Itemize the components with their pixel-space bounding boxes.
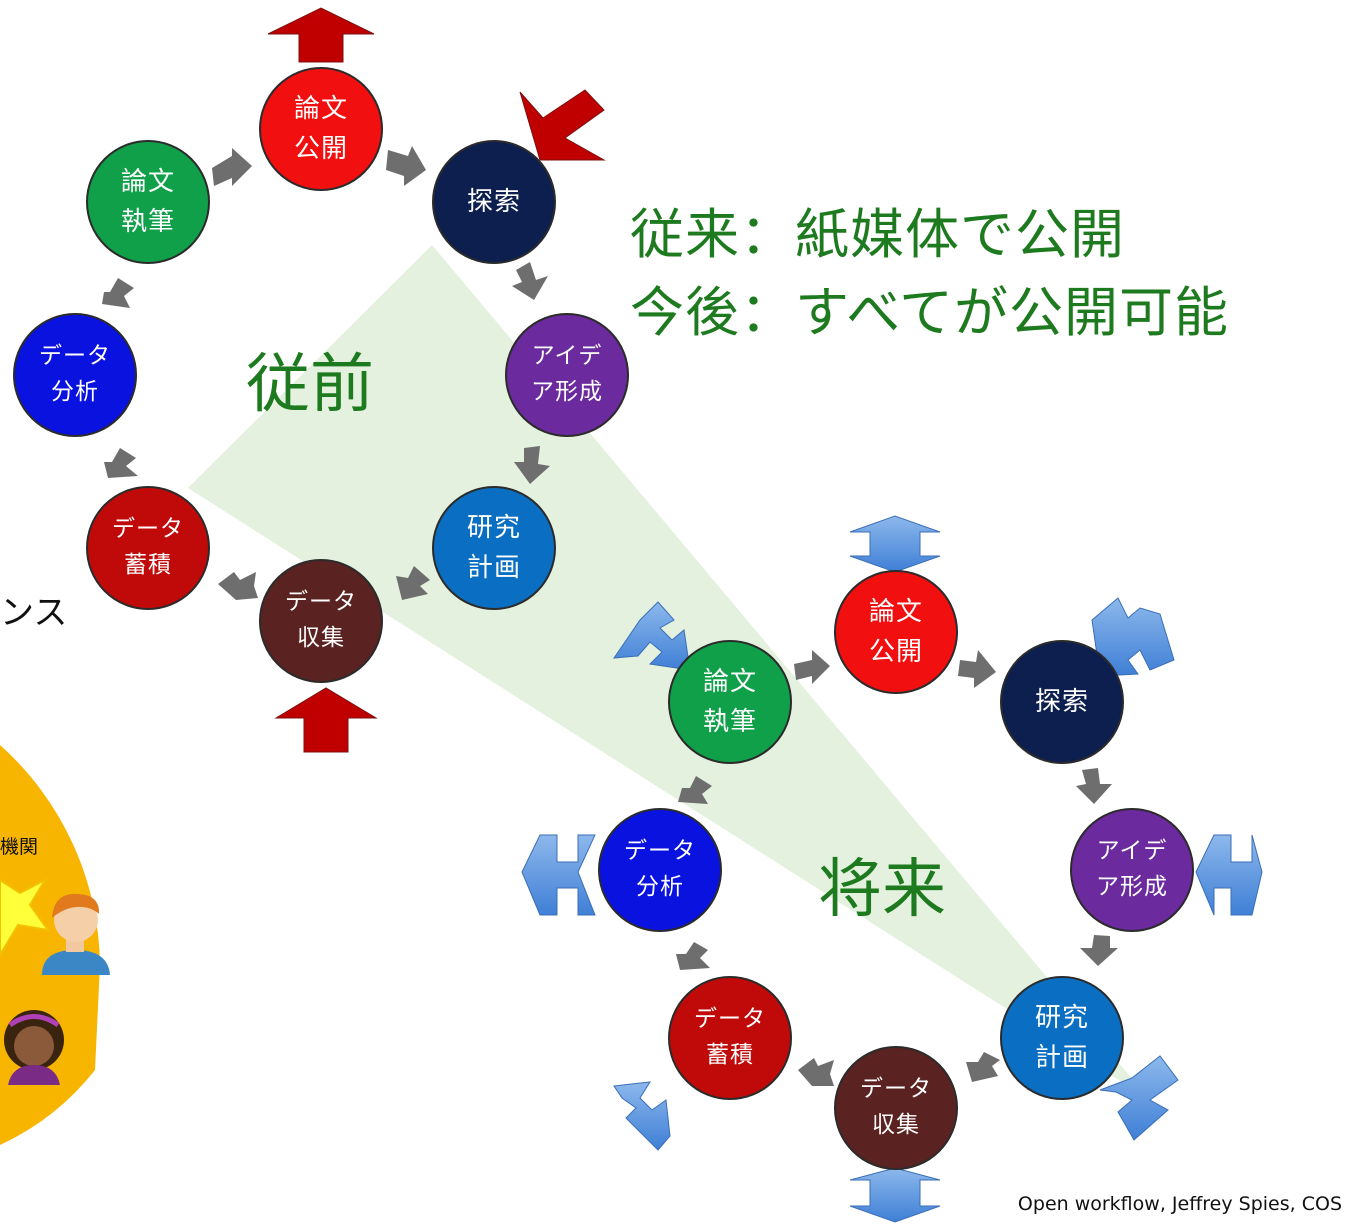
node-store: データ蓄積 (668, 976, 792, 1100)
node-analyze: データ分析 (13, 313, 137, 437)
note-future: 今後：すべてが公開可能 (630, 281, 1230, 344)
node-label-line: ア形成 (1096, 874, 1168, 900)
node-label-line: データ (285, 589, 357, 616)
node-label-line: 収集 (872, 1112, 920, 1138)
flow-arrow (396, 566, 430, 600)
node-label-line: データ (860, 1076, 932, 1103)
red-arrow-up-top (267, 7, 375, 63)
node-label-line: 論文 (702, 666, 757, 697)
node-label-line: 分析 (51, 379, 99, 405)
blue-arrow-plan (1099, 1055, 1179, 1141)
label-future: 将来 (818, 853, 946, 927)
node-publish: 論文公開 (834, 570, 958, 694)
flow-arrow (966, 1052, 1000, 1082)
node-label-line: 計画 (466, 553, 521, 583)
node-label-line: 論文 (293, 93, 348, 124)
node-analyze: データ分析 (598, 808, 722, 932)
node-label-line: データ (624, 838, 696, 865)
node-idea: アイデア形成 (1070, 808, 1194, 932)
node-label-line: アイデ (531, 343, 603, 370)
node-label-line: アイデ (1096, 838, 1168, 865)
node-label-line: データ (112, 516, 184, 543)
flow-arrow (958, 650, 996, 688)
node-explore: 探索 (1000, 640, 1124, 764)
node-label-line: 蓄積 (124, 552, 172, 578)
node-label-line: ア形成 (531, 379, 603, 405)
blue-arrow-write (612, 601, 691, 671)
node-label-line: 論文 (120, 166, 175, 197)
flow-arrow (218, 572, 258, 600)
node-label-line: データ (39, 343, 111, 370)
flow-arrow (102, 278, 134, 308)
credit-text: Open workflow, Jeffrey Spies, COS (1017, 1193, 1342, 1215)
node-label-line: 分析 (636, 874, 684, 900)
red-arrow-up-bottom (274, 687, 378, 753)
transition-wedge (188, 245, 1150, 1100)
blue-arrow-collect (849, 1167, 941, 1223)
flow-arrow (514, 446, 550, 484)
person-icon (42, 893, 110, 975)
flow-arrow (798, 1058, 834, 1086)
node-label-line: データ (694, 1006, 766, 1033)
node-label-line: 収集 (297, 625, 345, 651)
flow-arrow (104, 448, 138, 478)
node-label-line: 公開 (293, 134, 348, 164)
node-publish: 論文公開 (259, 67, 383, 191)
blue-arrow-explore (1091, 597, 1175, 677)
node-label-line: 蓄積 (706, 1042, 754, 1068)
node-label-line: 探索 (466, 186, 521, 217)
node-label-line: 執筆 (120, 207, 175, 237)
node-write: 論文執筆 (668, 640, 792, 764)
red-arrow-diagonal (519, 89, 606, 161)
flow-arrow (512, 262, 548, 300)
node-label-line: 研究 (1034, 1002, 1089, 1033)
node-write: 論文執筆 (86, 140, 210, 264)
node-idea: アイデア形成 (505, 313, 629, 437)
node-label-line: 計画 (1034, 1043, 1089, 1073)
node-label-line: 探索 (1034, 686, 1089, 717)
node-collect: データ収集 (834, 1046, 958, 1170)
flow-arrow (1080, 935, 1118, 966)
burst-icon (0, 877, 51, 957)
blue-arrow-publish (849, 515, 941, 573)
flow-arrow (794, 650, 830, 684)
label-before: 従前 (246, 348, 374, 422)
node-label-line: 執筆 (702, 707, 757, 737)
flow-arrow (1076, 768, 1112, 804)
note-conventional: 従来：紙媒体で公開 (630, 203, 1125, 266)
node-label-line: 論文 (868, 596, 923, 627)
node-plan: 研究計画 (432, 486, 556, 610)
node-label-line: 研究 (466, 512, 521, 543)
flow-arrow (676, 942, 710, 970)
blue-arrow-idea (1195, 834, 1263, 916)
node-store: データ蓄積 (86, 486, 210, 610)
blue-arrow-store (613, 1081, 671, 1151)
node-plan: 研究計画 (1000, 976, 1124, 1100)
flow-arrow (212, 148, 252, 186)
flow-arrow (678, 776, 712, 804)
clipped-institution-text: 機関 (0, 836, 39, 858)
flow-arrow (386, 146, 426, 186)
blue-arrow-analyze (521, 834, 596, 916)
node-collect: データ収集 (259, 559, 383, 683)
clipped-text: ンス (0, 593, 68, 633)
node-explore: 探索 (432, 140, 556, 264)
node-label-line: 公開 (868, 637, 923, 667)
person-icon-2 (4, 1010, 64, 1085)
